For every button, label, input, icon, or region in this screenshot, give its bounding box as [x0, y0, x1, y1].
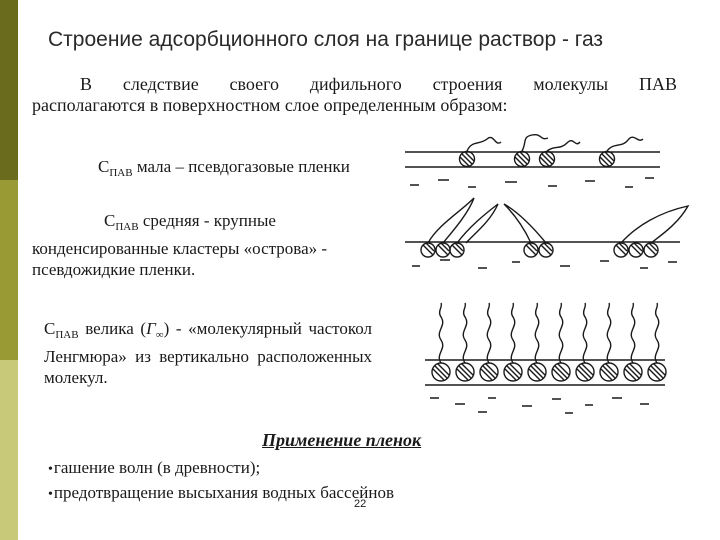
molecule-head	[613, 242, 629, 258]
solution-marks	[430, 397, 649, 414]
molecule-tail	[606, 136, 644, 152]
molecule-head	[503, 362, 523, 382]
molecule-head	[599, 362, 619, 382]
gamma-symbol: Г	[146, 319, 156, 338]
molecule-tail	[546, 140, 581, 152]
c-symbol: С	[44, 319, 56, 338]
list-item-text: гашение волн (в древности);	[53, 458, 261, 477]
applications-list: •гашение волн (в древности); •предотвращ…	[48, 456, 394, 506]
c-subscript: ПАВ	[109, 167, 133, 179]
case-high-text-b: ) - «молекулярный частокол Ленгмюра» из …	[44, 319, 373, 387]
molecule-tail	[630, 302, 636, 364]
intro-line-2: располагаются в поверхностном слое опред…	[32, 95, 508, 115]
molecule-tail	[486, 302, 492, 364]
molecule-head	[628, 242, 644, 258]
intro-word: В	[80, 74, 93, 94]
bullet-icon: •	[48, 487, 53, 502]
sidebar-decoration	[0, 0, 18, 540]
molecule-head	[435, 242, 451, 258]
c-subscript: ПАВ	[115, 221, 139, 233]
molecule-head	[551, 362, 571, 382]
intro-word: строения	[432, 74, 503, 94]
molecule-tail	[510, 302, 516, 364]
list-item: •предотвращение высыхания водных бассейн…	[48, 481, 394, 506]
tail-bundle	[456, 203, 499, 244]
list-item: •гашение волн (в древности);	[48, 456, 394, 481]
case-high-text-a: велика (	[78, 319, 147, 338]
solution-marks	[410, 177, 654, 188]
molecule-head	[458, 150, 476, 168]
molecule-head	[538, 242, 554, 258]
diagram-liquid-film	[405, 197, 690, 269]
case-low-concentration: СПАВ мала – псевдогазовые пленки	[98, 156, 350, 184]
molecule-head	[523, 242, 539, 258]
sidebar-band-mid	[0, 180, 18, 360]
intro-word: своего	[229, 74, 280, 94]
solution-marks	[412, 259, 677, 269]
molecule-head	[598, 150, 616, 168]
c-subscript: ПАВ	[55, 329, 79, 341]
intro-paragraph: В следствие своего дифильного строения м…	[32, 74, 677, 116]
molecule-head	[449, 242, 465, 258]
molecule-head	[455, 362, 475, 382]
molecule-tail	[462, 302, 468, 364]
intro-word: молекулы	[533, 74, 609, 94]
slide-title: Строение адсорбционного слоя на границе …	[48, 28, 604, 51]
molecule-head	[647, 362, 667, 382]
molecule-tail	[582, 302, 588, 364]
intro-word: ПАВ	[638, 74, 677, 94]
molecule-tail	[438, 302, 444, 364]
page-number: 22	[354, 498, 367, 510]
diagram-langmuir-palisade	[425, 302, 667, 414]
molecule-head	[420, 242, 436, 258]
intro-line-1: В следствие своего дифильного строения м…	[32, 74, 677, 95]
case-medium-line-1: СПАВ средняя - крупные	[32, 210, 382, 238]
molecule-head	[431, 362, 451, 382]
molecule-tail	[534, 302, 540, 364]
molecule-head	[513, 150, 531, 168]
bullet-icon: •	[48, 462, 53, 477]
tail-bundle	[503, 203, 547, 244]
molecule-head	[479, 362, 499, 382]
molecule-head	[538, 150, 556, 168]
list-item-text: предотвращение высыхания водных бассейно…	[53, 483, 394, 502]
tail-bundle	[620, 204, 690, 244]
molecule-tail	[558, 302, 564, 364]
case-medium-text-1: средняя - крупные	[138, 211, 276, 230]
sidebar-band-dark	[0, 0, 18, 180]
molecule-head	[623, 362, 643, 382]
intro-word: дифильного	[309, 74, 402, 94]
molecule-tail	[606, 302, 612, 364]
molecule-head	[643, 242, 659, 258]
molecule-head	[527, 362, 547, 382]
case-low-text: мала – псевдогазовые пленки	[132, 157, 350, 176]
molecule-tail	[654, 302, 660, 364]
case-medium-text-2: конденсированные кластеры «острова» - пс…	[32, 239, 328, 279]
tail-bundle	[427, 197, 475, 244]
c-symbol: С	[98, 157, 110, 176]
gamma-subscript: ∞	[155, 329, 164, 341]
c-symbol: С	[104, 211, 116, 230]
case-high-concentration: СПАВ велика (Г∞) - «молекулярный частоко…	[44, 318, 372, 388]
intro-word: следствие	[122, 74, 199, 94]
case-medium-concentration: СПАВ средняя - крупные конденсированные …	[32, 210, 382, 280]
sidebar-band-light	[0, 360, 18, 540]
molecule-tail	[521, 133, 549, 152]
diagram-gaseous-film	[405, 133, 660, 188]
molecule-head	[575, 362, 595, 382]
applications-heading: Применение пленок	[262, 430, 422, 450]
molecule-tail	[466, 136, 502, 152]
